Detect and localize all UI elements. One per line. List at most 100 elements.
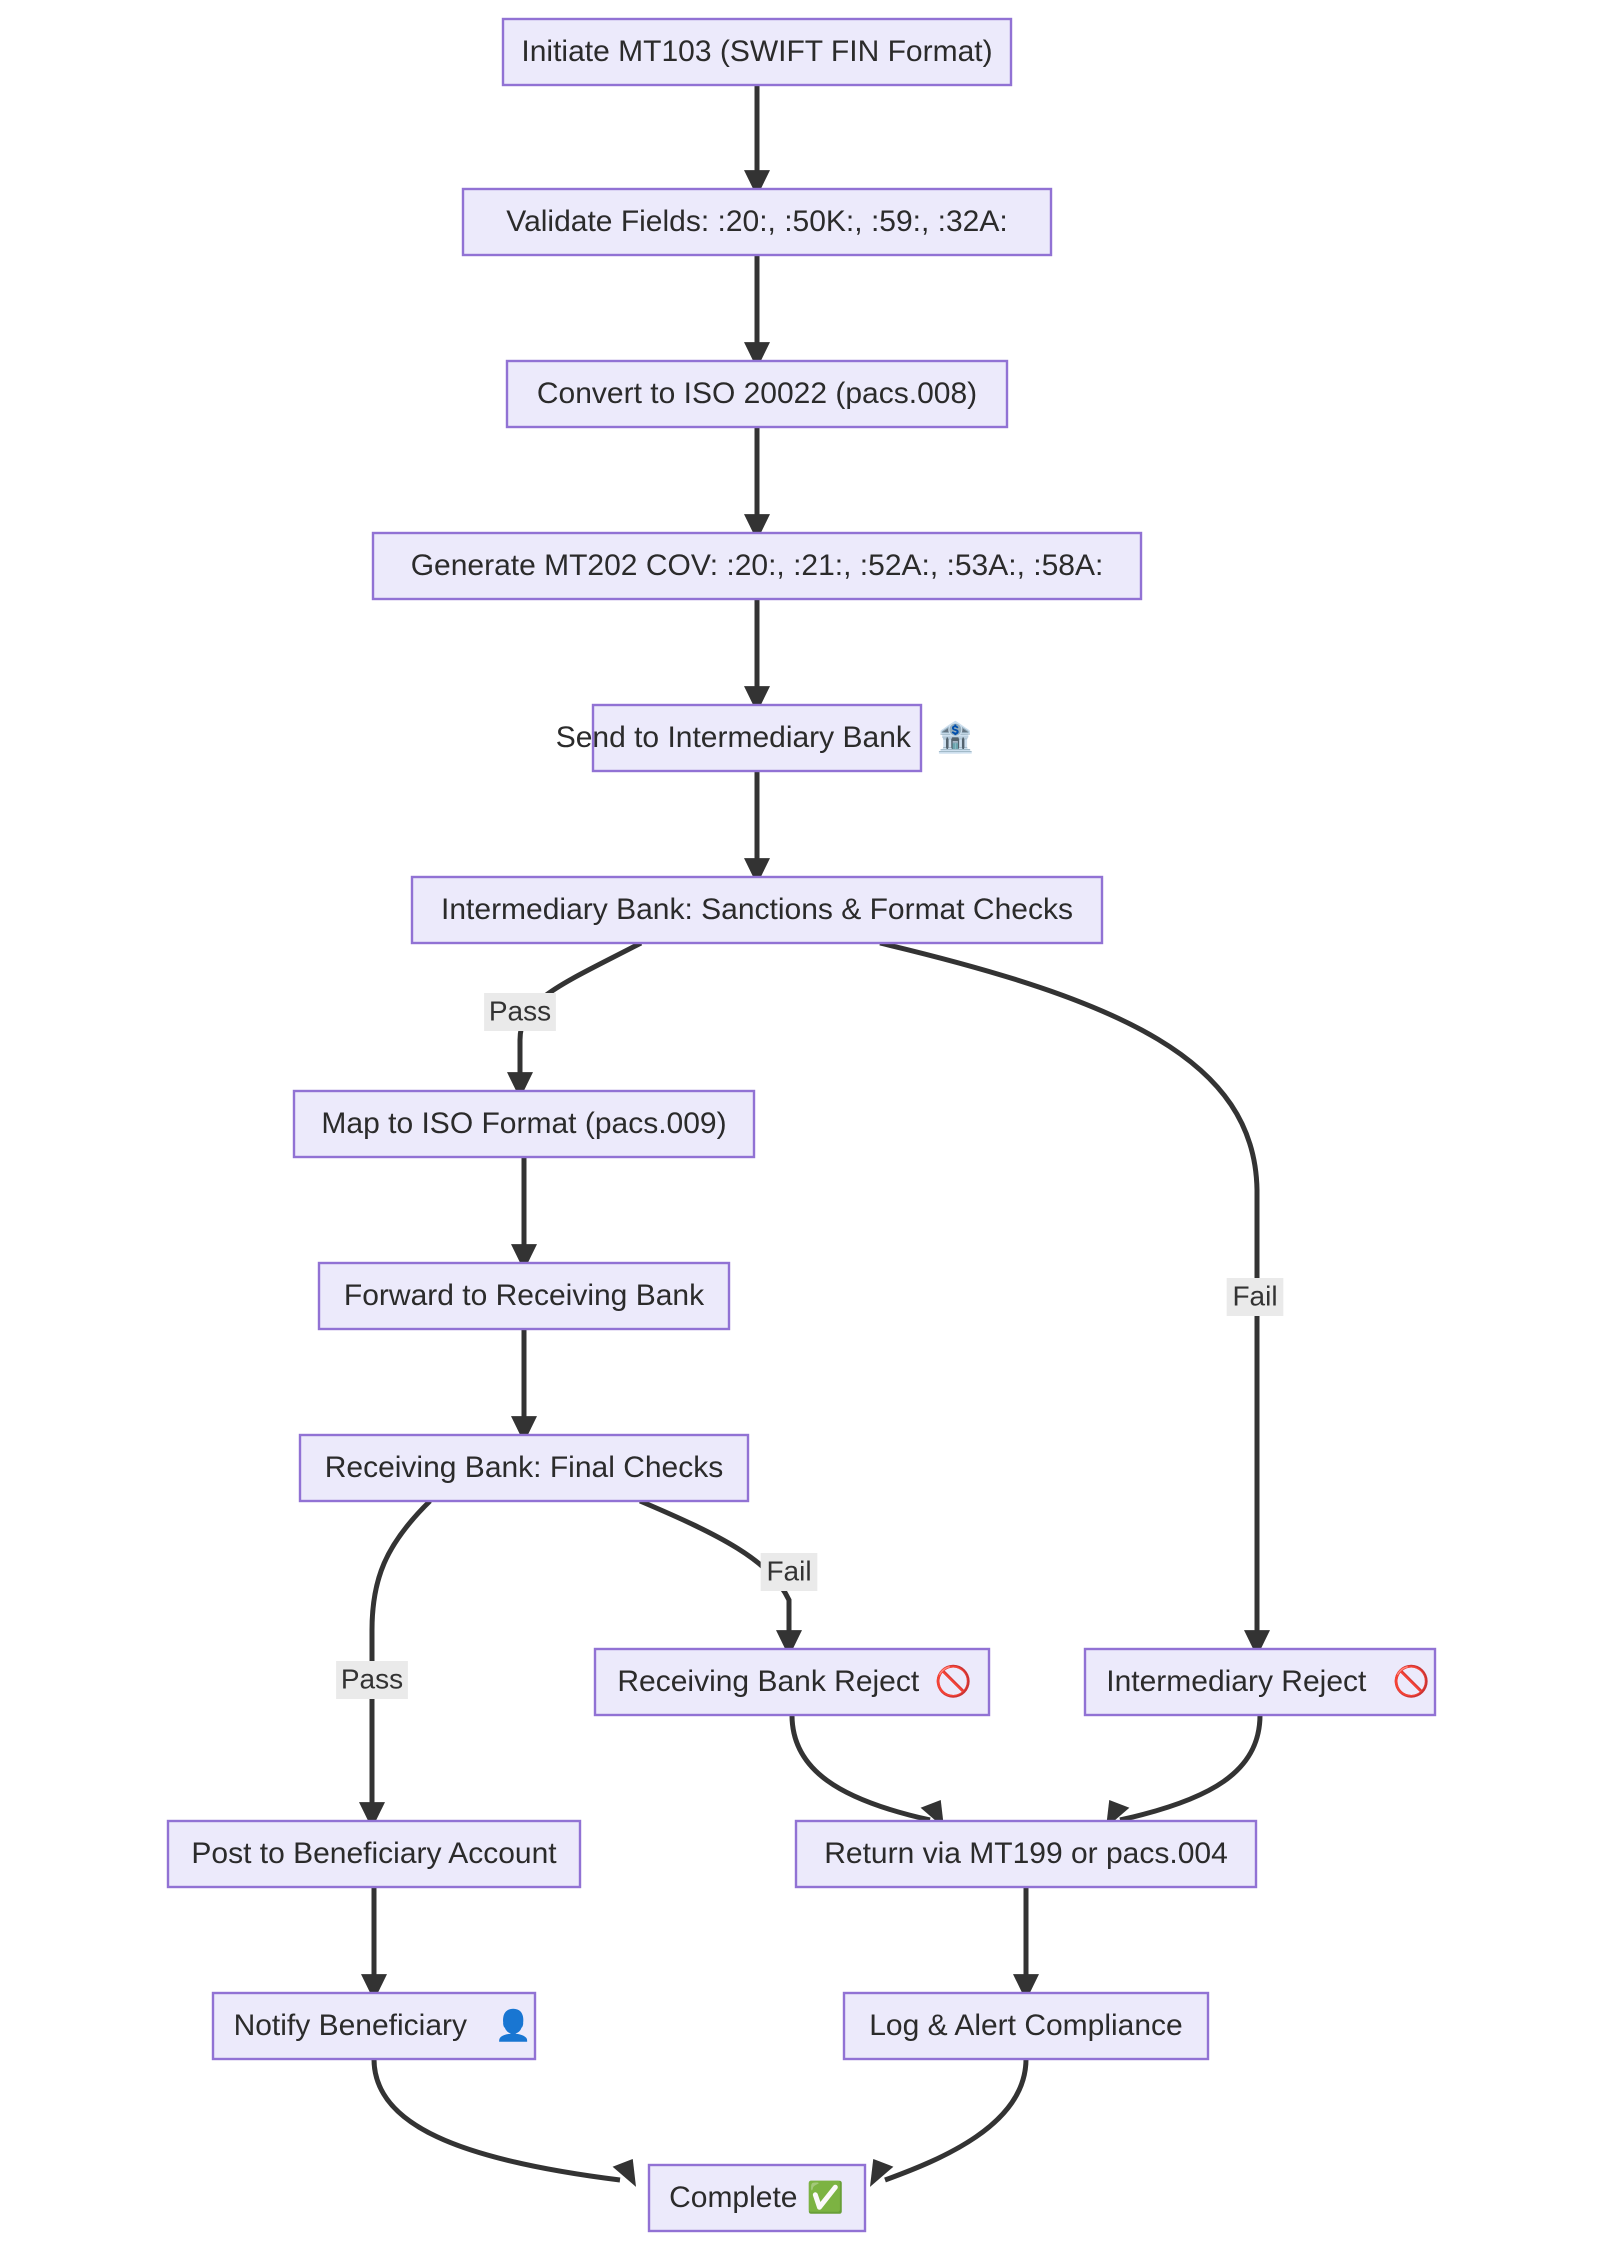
flow-node[interactable]: Receiving Bank Reject 🚫 — [593, 1647, 991, 1717]
node-box[interactable] — [371, 531, 1143, 601]
flow-node[interactable]: Convert to ISO 20022 (pacs.008) — [505, 359, 1009, 429]
flow-edge — [744, 771, 770, 885]
node-label: Receiving Bank: Final Checks — [325, 1451, 724, 1484]
node-label: Intermediary Reject — [1106, 1665, 1367, 1698]
node-box[interactable] — [1083, 1647, 1437, 1717]
node-label: Notify Beneficiary — [234, 2009, 467, 2042]
edge-label: Pass — [484, 993, 556, 1031]
edge-line — [639, 1498, 792, 1641]
flow-edge — [371, 2058, 636, 2187]
edge-label-background — [1226, 1278, 1284, 1316]
flow-node[interactable]: Initiate MT103 (SWIFT FIN Format) — [501, 17, 1013, 87]
flow-node[interactable]: Forward to Receiving Bank — [317, 1261, 731, 1331]
node-label: Log & Alert Compliance — [869, 2009, 1183, 2042]
flow-edge — [789, 1714, 944, 1828]
edge-arrowhead — [511, 1416, 537, 1443]
edge-arrowhead — [511, 1244, 537, 1271]
flow-node[interactable]: Receiving Bank: Final Checks — [298, 1433, 750, 1503]
node-label: Post to Beneficiary Account — [191, 1837, 557, 1870]
node-box[interactable] — [317, 1261, 731, 1331]
node-box[interactable] — [842, 1991, 1210, 2061]
edge-line — [879, 940, 1260, 1641]
edge-arrowhead — [744, 514, 770, 541]
edge-line — [369, 1499, 432, 1813]
edge-arrowhead — [776, 1630, 802, 1657]
node-box[interactable] — [794, 1819, 1258, 1889]
node-emoji-icon: ✅ — [807, 2180, 844, 2216]
flow-edge — [744, 85, 770, 197]
flow-node[interactable]: Intermediary Bank: Sanctions & Format Ch… — [410, 875, 1104, 945]
node-label: Return via MT199 or pacs.004 — [824, 1837, 1228, 1870]
edge-line — [884, 2058, 1029, 2183]
node-box[interactable] — [410, 875, 1104, 945]
edge-label-text: Pass — [341, 1663, 403, 1694]
node-emoji-icon: 🚫 — [935, 1664, 972, 1700]
node-emoji-icon: 👤 — [495, 2008, 532, 2044]
flow-edge — [639, 1498, 802, 1657]
edge-label-background — [484, 993, 556, 1031]
flow-edge — [744, 255, 770, 369]
edge-arrowhead — [612, 2158, 636, 2187]
edge-label-text: Pass — [489, 995, 551, 1026]
node-label: Send to Intermediary Bank — [556, 721, 912, 754]
flow-node[interactable]: Intermediary Reject 🚫 — [1083, 1647, 1437, 1717]
flow-node[interactable]: Return via MT199 or pacs.004 — [794, 1819, 1258, 1889]
nodes-layer: Initiate MT103 (SWIFT FIN Format) Validat… — [166, 17, 1437, 2233]
node-label: Receiving Bank Reject — [617, 1665, 919, 1698]
node-box[interactable] — [166, 1819, 582, 1889]
flow-edge — [744, 599, 770, 713]
node-box[interactable] — [591, 703, 923, 773]
flow-node[interactable]: Notify Beneficiary 👤 — [211, 1991, 537, 2061]
flow-node[interactable]: Post to Beneficiary Account — [166, 1819, 582, 1889]
flow-edge — [1106, 1714, 1263, 1828]
node-label: Generate MT202 COV: :20:, :21:, :52A:, :… — [411, 549, 1104, 582]
flow-node[interactable]: Validate Fields: :20:, :50K:, :59:, :32A… — [461, 187, 1053, 257]
edge-label-text: Fail — [766, 1555, 811, 1586]
node-label: Intermediary Bank: Sanctions & Format Ch… — [441, 893, 1073, 926]
edge-arrowhead — [361, 1974, 387, 2001]
flow-edge — [511, 1329, 537, 1443]
node-emoji-icon: 🚫 — [1393, 1664, 1430, 1700]
node-box[interactable] — [292, 1089, 756, 1159]
edge-arrowhead — [744, 342, 770, 369]
edge-label-background — [760, 1553, 818, 1591]
edge-arrowhead — [870, 2158, 894, 2187]
node-label: Forward to Receiving Bank — [344, 1279, 705, 1312]
edges-layer — [359, 85, 1270, 2187]
node-box[interactable] — [593, 1647, 991, 1717]
flow-node[interactable]: Generate MT202 COV: :20:, :21:, :52A:, :… — [371, 531, 1143, 601]
edge-label-background — [336, 1661, 408, 1699]
node-label: Map to ISO Format (pacs.009) — [321, 1107, 726, 1140]
edge-arrowhead — [1244, 1630, 1270, 1657]
node-label: Convert to ISO 20022 (pacs.008) — [537, 377, 977, 410]
node-emoji-icon: 🏦 — [936, 720, 973, 756]
flow-edge — [359, 1499, 432, 1829]
node-label: Initiate MT103 (SWIFT FIN Format) — [521, 35, 992, 68]
node-box[interactable] — [298, 1433, 750, 1503]
flow-edge — [361, 1887, 387, 2001]
edge-line — [371, 2058, 621, 2183]
edge-label: Pass — [336, 1661, 408, 1699]
node-label: Complete — [669, 2181, 797, 2214]
flow-edge — [744, 427, 770, 541]
node-label: Validate Fields: :20:, :50K:, :59:, :32A… — [506, 205, 1007, 238]
flow-edge — [511, 1157, 537, 1271]
flow-node[interactable]: Send to Intermediary Bank 🏦 — [556, 703, 974, 773]
edge-label: Fail — [760, 1553, 818, 1591]
edge-arrowhead — [1013, 1974, 1039, 2001]
edge-label: Fail — [1226, 1278, 1284, 1316]
node-box[interactable] — [501, 17, 1013, 87]
node-box[interactable] — [461, 187, 1053, 257]
flow-node[interactable]: Map to ISO Format (pacs.009) — [292, 1089, 756, 1159]
node-box[interactable] — [505, 359, 1009, 429]
edge-arrowhead — [507, 1072, 533, 1099]
edge-arrowhead — [359, 1802, 385, 1829]
node-box[interactable] — [211, 1991, 537, 2061]
node-box[interactable] — [647, 2163, 867, 2233]
flow-node[interactable]: Complete ✅ — [647, 2163, 867, 2233]
edge-line — [789, 1714, 931, 1823]
flow-node[interactable]: Log & Alert Compliance — [842, 1991, 1210, 2061]
